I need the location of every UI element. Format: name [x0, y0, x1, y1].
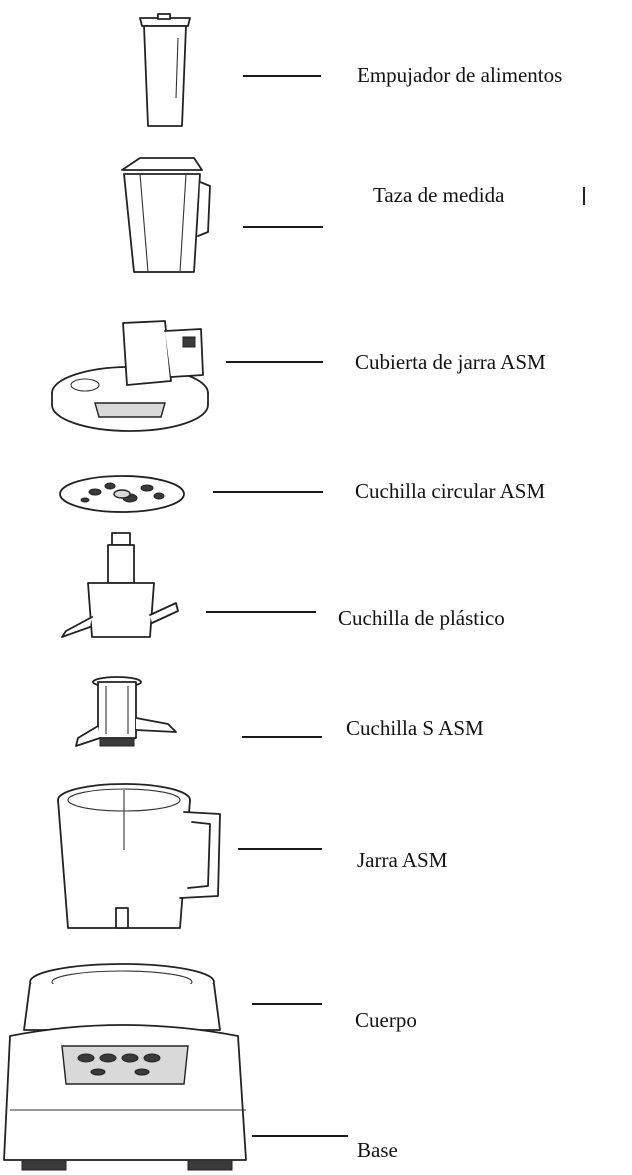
leader-line: [243, 75, 321, 77]
plastic-blade-icon: [61, 532, 179, 638]
leader-line: [243, 226, 323, 228]
part-label-plastic-blade: Cuchilla de plástico: [338, 606, 505, 630]
leader-line: [226, 361, 323, 363]
circular-blade-icon: [59, 475, 185, 513]
stray-mark: [583, 187, 585, 205]
part-label-base: Base: [357, 1138, 398, 1162]
part-label-measuring-cup: Taza de medida: [373, 183, 505, 207]
s-blade-icon: [75, 676, 177, 747]
part-label-body: Cuerpo: [355, 1008, 417, 1032]
part-label-jar-cover: Cubierta de jarra ASM: [355, 350, 546, 374]
part-label-food-pusher: Empujador de alimentos: [357, 63, 563, 87]
leader-line: [238, 848, 322, 850]
leader-line: [252, 1135, 348, 1137]
measuring-cup-icon: [121, 157, 211, 273]
leader-line: [206, 611, 316, 613]
leader-line: [242, 736, 322, 738]
part-label-s-blade: Cuchilla S ASM: [346, 716, 484, 740]
part-label-circular-blade: Cuchilla circular ASM: [355, 479, 546, 503]
jar-cover-icon: [51, 320, 209, 432]
leader-line: [213, 491, 323, 493]
part-label-jar: Jarra ASM: [357, 848, 448, 872]
motor-body-icon: [3, 963, 247, 1171]
jar-icon: [57, 783, 221, 929]
food-pusher-icon: [139, 13, 191, 127]
leader-line: [252, 1003, 322, 1005]
